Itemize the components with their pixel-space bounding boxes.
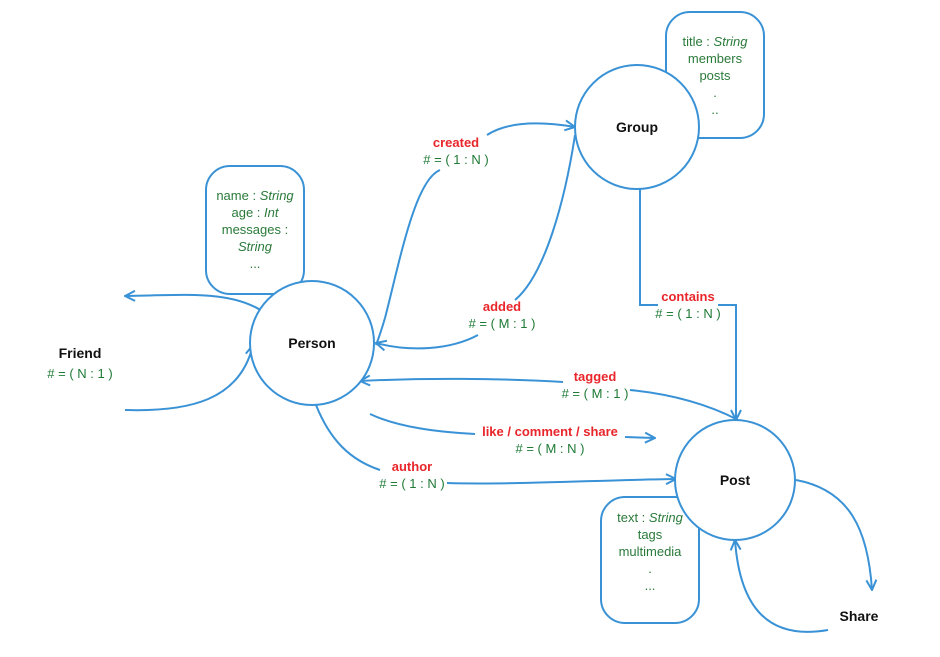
created-edge-b: [486, 123, 575, 136]
like-edge-b: [624, 437, 655, 438]
friend-label: Friend: [59, 345, 102, 361]
created-edge: [384, 169, 441, 319]
rel-created-cardinality: # = ( 1 : N ): [423, 152, 488, 167]
like-edge: [369, 413, 476, 435]
share-label: Share: [840, 608, 879, 624]
group-prop-title: title : String: [682, 34, 748, 49]
share-edge-out: [795, 479, 872, 590]
tagged-edge: [360, 379, 564, 382]
post-prop-dot: .: [648, 561, 652, 576]
author-edge: [315, 404, 381, 471]
rel-author-name: author: [392, 459, 432, 474]
rel-added-cardinality: # = ( M : 1 ): [469, 316, 536, 331]
tagged-edge-b: [629, 389, 739, 421]
person-props-box: [205, 165, 305, 295]
created-edge-start: [375, 317, 386, 346]
post-node[interactable]: [674, 419, 796, 541]
person-prop-age: age : Int: [232, 205, 280, 220]
contains-edge: [639, 188, 658, 306]
rel-author-cardinality: # = ( 1 : N ): [379, 476, 444, 491]
friend-edge-in: [124, 345, 253, 412]
rel-like-name: like / comment / share: [482, 424, 618, 439]
post-prop-multimedia: multimedia: [619, 544, 683, 559]
post-prop-text: text : String: [617, 510, 684, 525]
group-node[interactable]: [574, 64, 700, 190]
post-prop-more: ...: [645, 578, 656, 593]
share-edge-in: [735, 540, 829, 633]
contains-edge-b: [718, 304, 736, 420]
rel-added-name: added: [483, 299, 521, 314]
person-label: Person: [288, 335, 335, 351]
group-prop-members: members: [688, 51, 743, 66]
rel-contains-cardinality: # = ( 1 : N ): [655, 306, 720, 321]
rel-tagged-cardinality: # = ( M : 1 ): [562, 386, 629, 401]
group-prop-dot: .: [713, 85, 717, 100]
rel-contains-name: contains: [661, 289, 714, 304]
person-prop-messages-type: String: [238, 239, 273, 254]
person-node[interactable]: [249, 280, 375, 406]
added-edge: [514, 134, 576, 301]
group-prop-more: ..: [711, 102, 718, 117]
friend-cardinality: # = ( N : 1 ): [47, 366, 112, 381]
person-prop-messages: messages :: [222, 222, 288, 237]
rel-tagged-name: tagged: [574, 369, 617, 384]
group-label: Group: [616, 119, 658, 135]
author-edge-b: [446, 479, 676, 483]
group-prop-posts: posts: [699, 68, 731, 83]
added-edge-b: [376, 334, 479, 348]
person-prop-name: name : String: [216, 188, 294, 203]
post-label: Post: [720, 472, 751, 488]
post-prop-tags: tags: [638, 527, 663, 542]
rel-like-cardinality: # = ( M : N ): [516, 441, 585, 456]
friend-edge-out: [125, 295, 269, 316]
post-props-box: [600, 496, 700, 624]
rel-created-name: created: [433, 135, 479, 150]
person-prop-more: ...: [250, 256, 261, 271]
